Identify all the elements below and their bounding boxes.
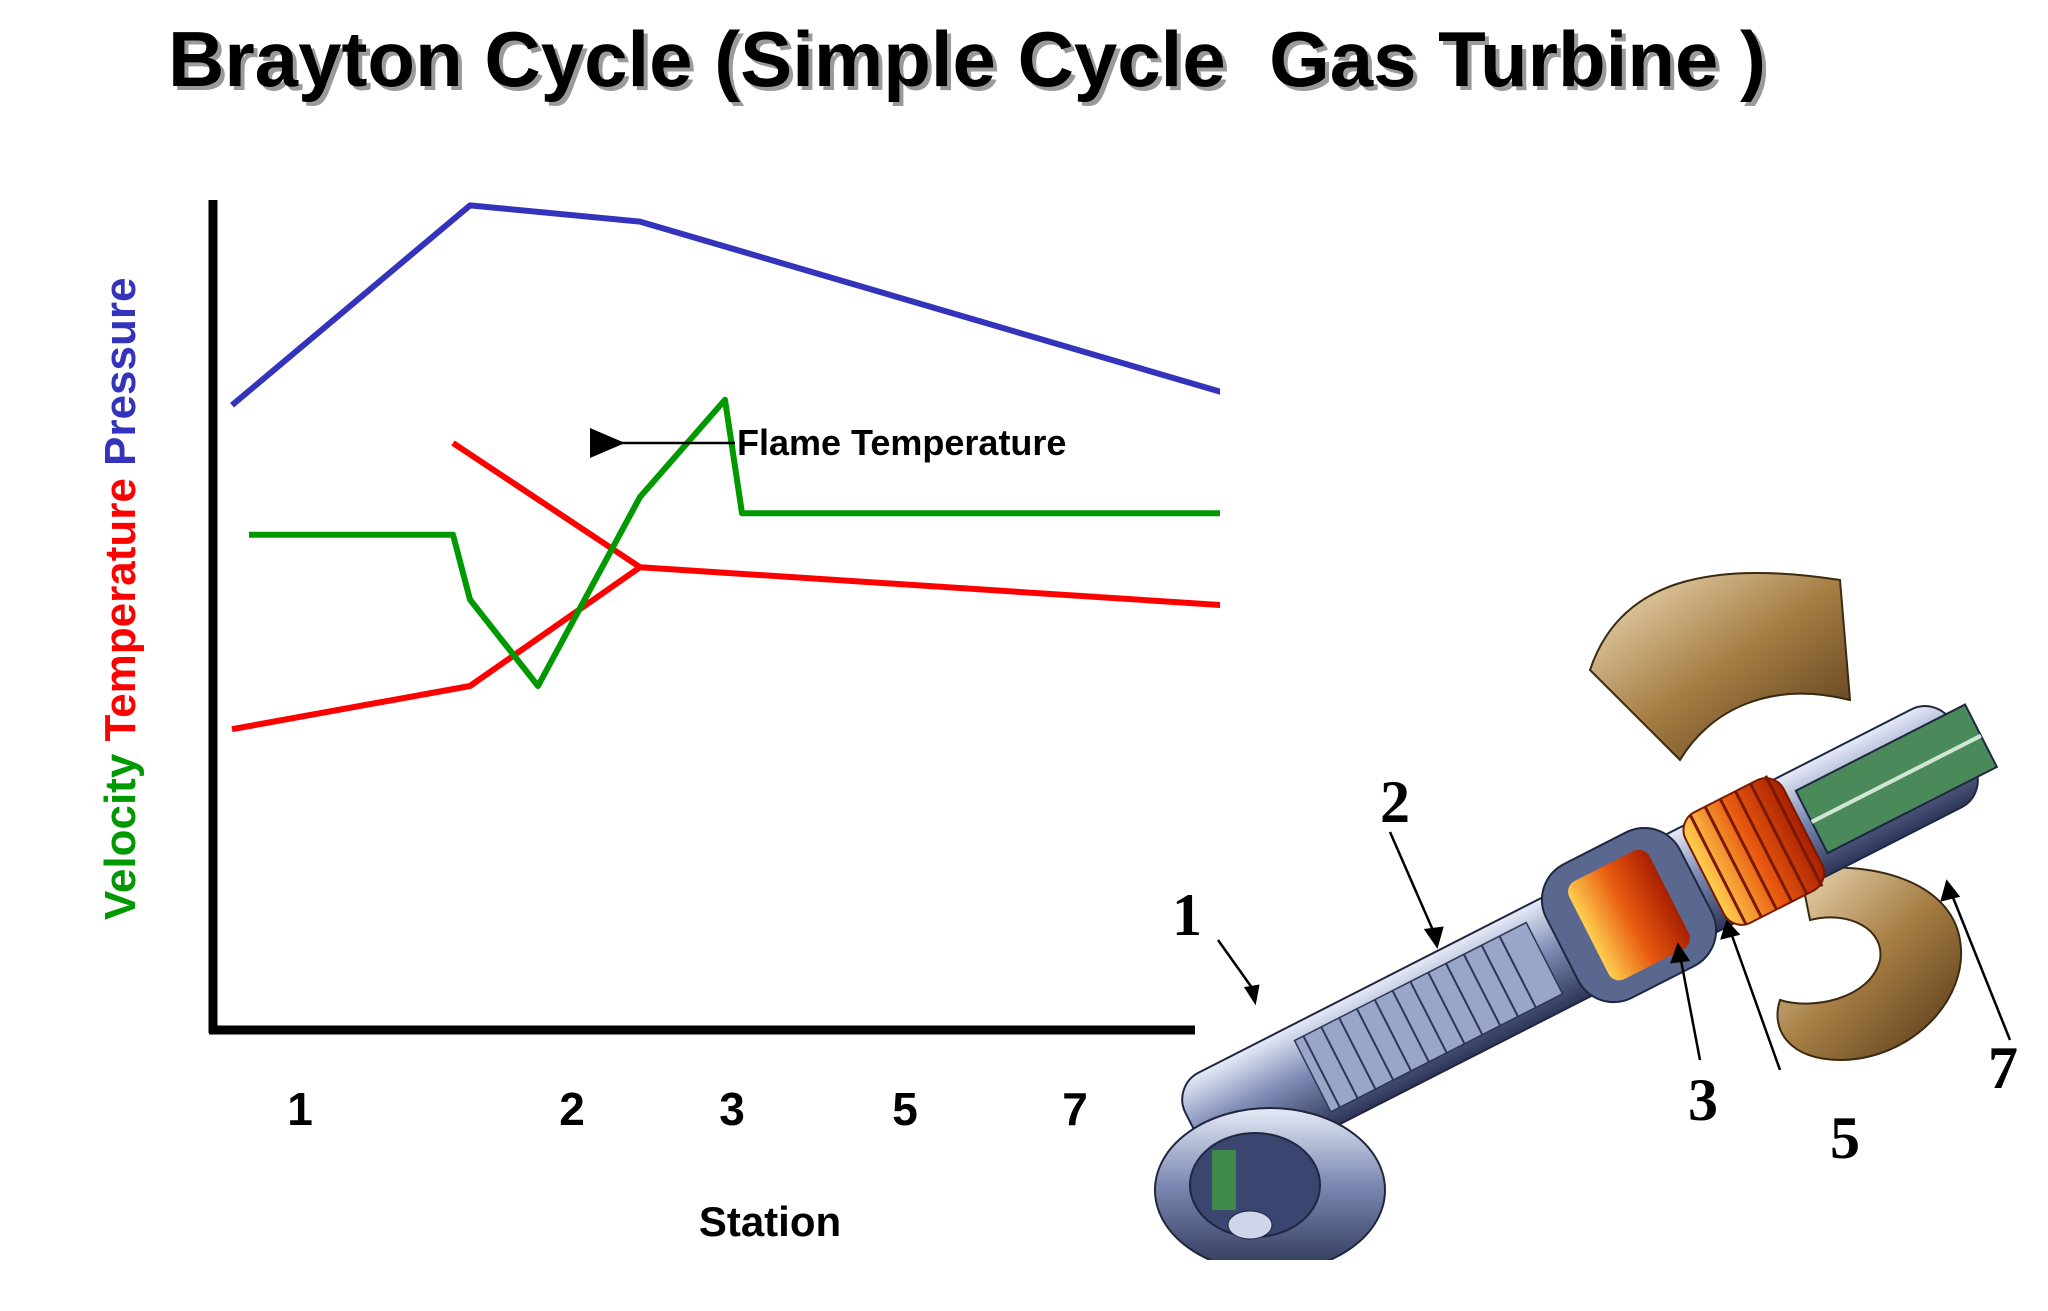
gas-turbine-illustration: 1 2 3 5 7 [1154,571,2018,1260]
series-layer [230,202,1220,733]
turbine-callout-3: 3 [1688,1067,1718,1133]
chart-axes [208,200,1195,1035]
x-axis-title: Station [699,1198,841,1245]
series-line-pressure-0 [230,202,1220,408]
tick-labels: 1 2 3 5 7 [287,1083,1088,1135]
x-tick-label-2: 2 [559,1083,585,1135]
turbine-callout-2: 2 [1380,769,1410,835]
x-tick-label-5: 5 [892,1083,918,1135]
turbine-callout-7: 7 [1988,1035,2018,1101]
x-tick-label-1: 1 [287,1083,313,1135]
x-tick-label-7: 7 [1062,1083,1088,1135]
x-tick-label-3: 3 [719,1083,745,1135]
flame-temperature-label: Flame Temperature [737,422,1066,463]
series-line-velocity-3 [249,396,1220,689]
turbine-body [1154,571,1999,1260]
flame-temperature-annotation: Flame Temperature [590,422,1066,463]
turbine-callout-1: 1 [1172,882,1202,948]
page-title: Brayton Cycle (Simple Cycle Gas Turbine … [168,15,1767,103]
brayton-chart: 1 2 3 5 7 Flame Temperature Station [208,200,1220,1245]
series-line-temperature-1 [231,564,1220,733]
series-line-temperature-2 [451,440,642,570]
turbine-callout-5: 5 [1830,1105,1860,1171]
turbine-callout-arrows [1216,831,2012,1071]
